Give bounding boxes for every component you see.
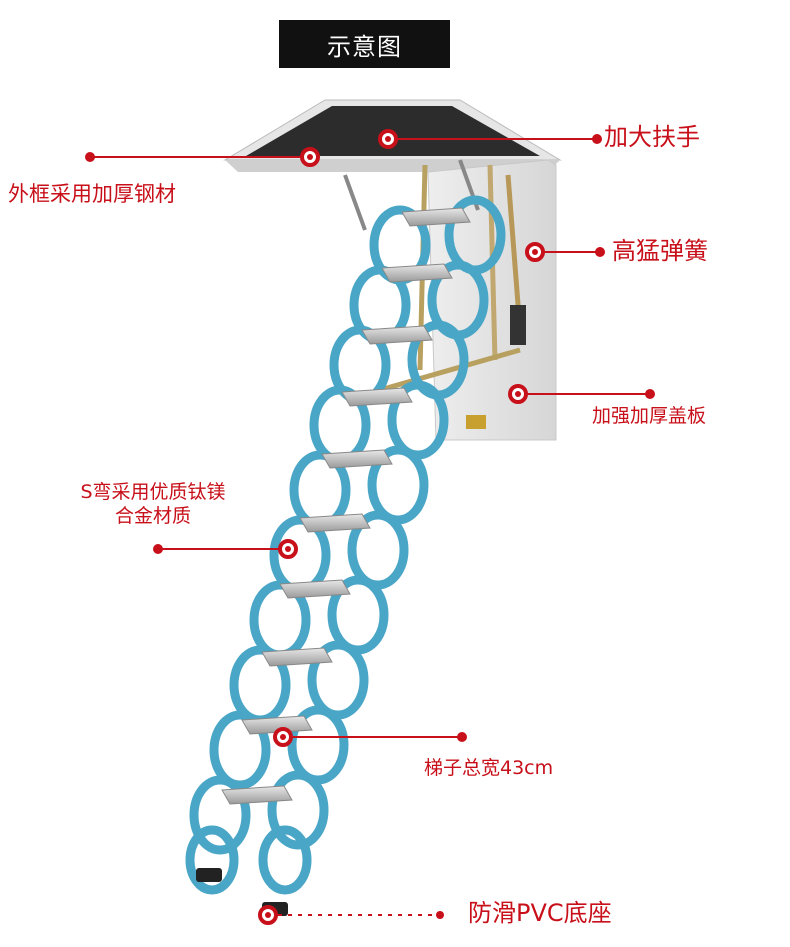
label-cover: 加强加厚盖板: [592, 405, 707, 427]
label-frame: 外框采用加厚钢材: [8, 182, 176, 206]
label-spring: 高猛弹簧: [612, 237, 708, 265]
ladder-rings: [185, 195, 506, 895]
callout-end-dots: [85, 134, 655, 919]
title-text: 示意图: [327, 32, 402, 61]
callout-marker-centers: [265, 136, 538, 918]
callout-lines: [90, 138, 650, 916]
label-base: 防滑PVC底座: [468, 899, 612, 927]
ladder-treads: [221, 207, 471, 805]
label-s-bend-line2: 合金材质: [114, 504, 191, 527]
title-banner: 示意图: [279, 20, 450, 68]
label-handrail: 加大扶手: [604, 123, 700, 151]
spring-assembly: [343, 159, 526, 393]
label-s-bend: S弯采用优质钛镁 合金材质: [48, 481, 258, 529]
label-s-bend-line1: S弯采用优质钛镁: [80, 481, 226, 503]
label-width: 梯子总宽43cm: [424, 757, 554, 779]
